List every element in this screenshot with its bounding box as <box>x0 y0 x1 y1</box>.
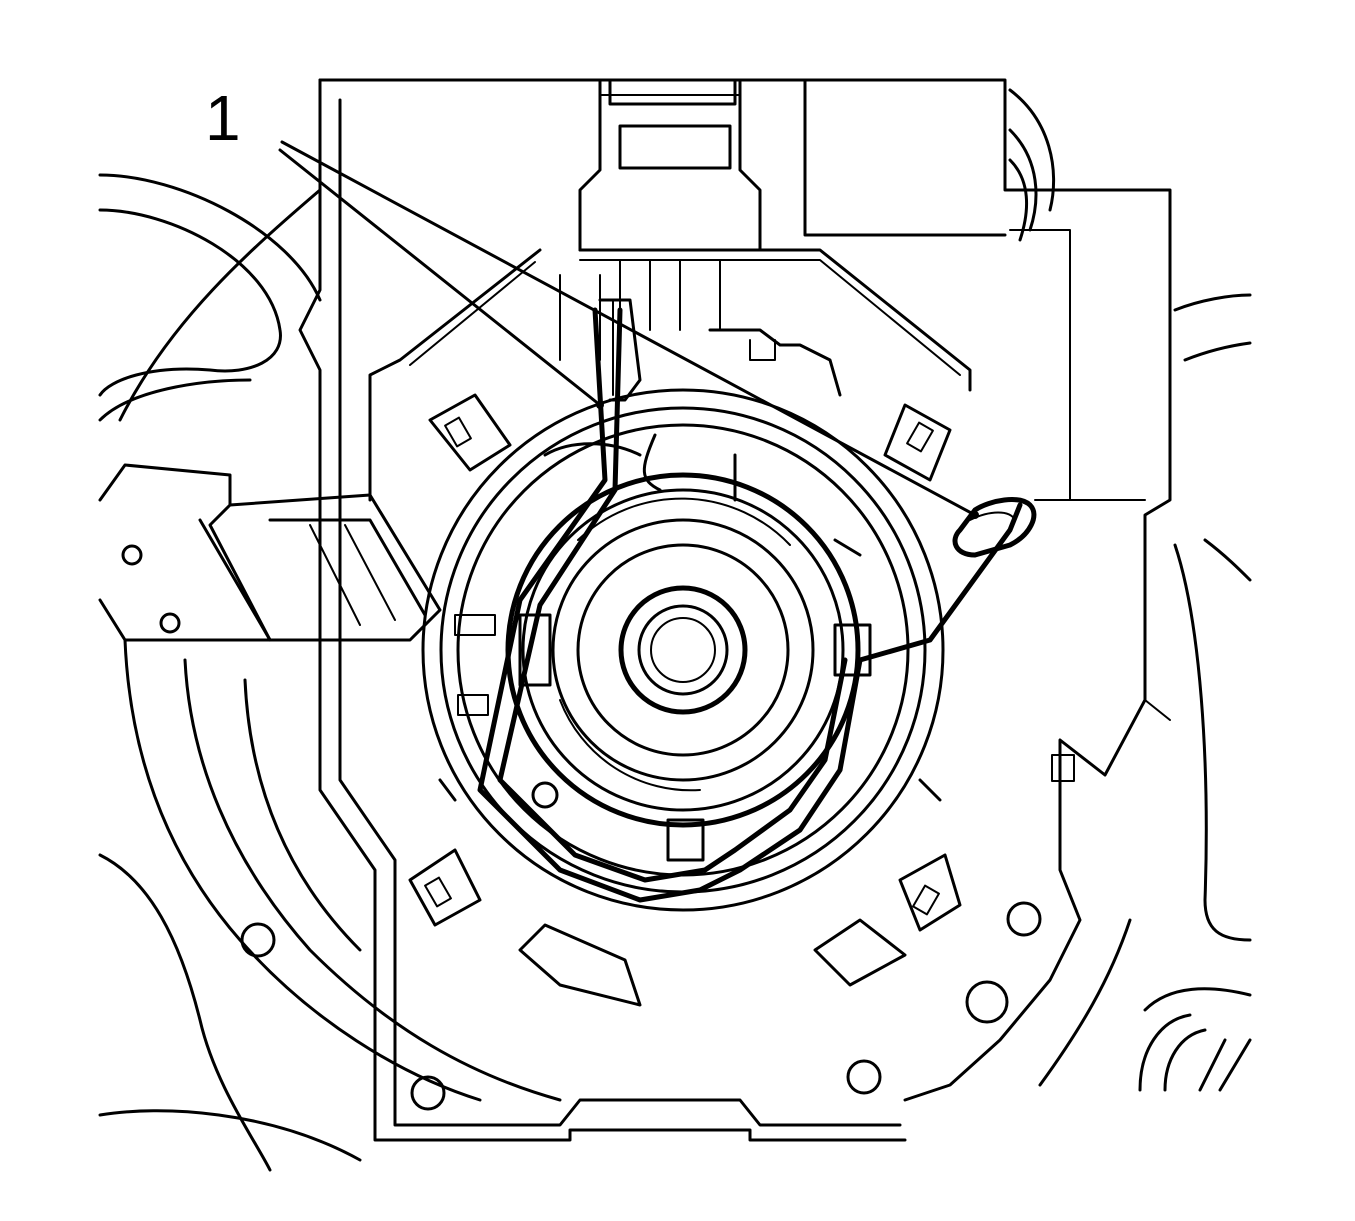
steering-column-shroud-outline <box>98 88 1252 1172</box>
rotor-tab <box>666 818 705 862</box>
side-connector <box>98 463 442 642</box>
mounting-hole <box>965 980 1009 1024</box>
rotor-tab <box>518 613 552 687</box>
leader-line <box>280 140 977 517</box>
callout-1: 1 <box>205 82 979 519</box>
mounting-hole <box>1006 901 1042 937</box>
clockspring-housing <box>408 328 1075 1007</box>
mounting-hole <box>846 1059 882 1095</box>
locking-tab <box>898 853 962 932</box>
centering-lock-wire <box>477 298 1037 903</box>
locking-tab <box>408 848 482 927</box>
upper-connector <box>368 78 1007 502</box>
locking-tab <box>883 403 952 482</box>
mounting-hole <box>410 1075 446 1111</box>
mounting-plate <box>240 78 1172 1142</box>
mounting-hole <box>240 922 276 958</box>
leader-line <box>278 148 602 407</box>
rotor-tab <box>833 623 872 677</box>
callout-number: 1 <box>205 82 241 154</box>
lock-wire-loop <box>952 497 1037 558</box>
locking-tab <box>428 393 512 472</box>
